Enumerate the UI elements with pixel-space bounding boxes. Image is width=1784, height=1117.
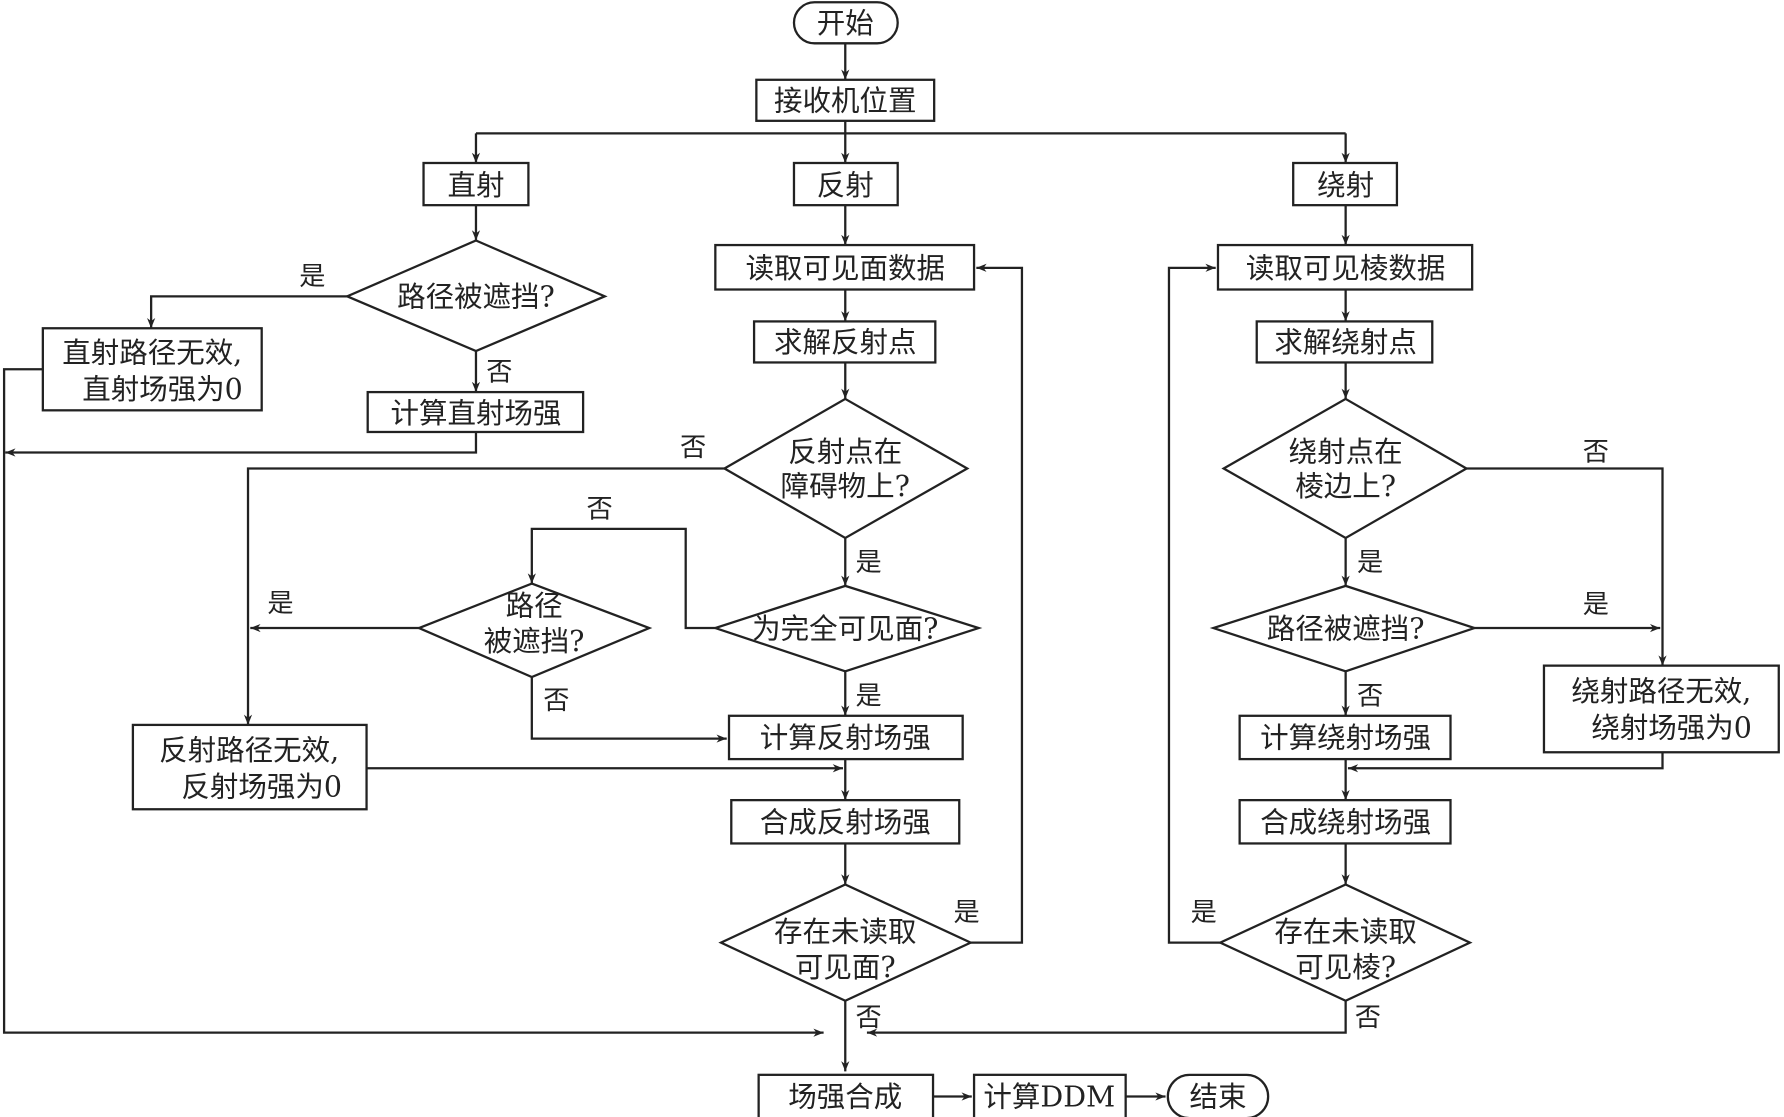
solve-reflect-label: 求解反射点 xyxy=(774,326,916,359)
reflect-label: 反射 xyxy=(817,169,874,202)
combine-reflect-label: 合成反射场强 xyxy=(760,806,931,839)
label-unread-edges-no: 否 xyxy=(1355,1003,1381,1033)
calc-direct-label: 计算直射场强 xyxy=(391,397,562,430)
reflect-path-blocked-line1: 路径 xyxy=(506,589,563,622)
calc-reflect-label: 计算反射场强 xyxy=(760,722,931,755)
read-faces-box: 读取可见面数据 xyxy=(714,243,976,291)
unread-faces-line2: 可见面? xyxy=(795,951,896,984)
read-edges-box: 读取可见棱数据 xyxy=(1216,243,1474,291)
read-edges-label: 读取可见棱数据 xyxy=(1246,252,1445,285)
diffract-label: 绕射 xyxy=(1317,169,1374,202)
calc-ddm-box: 计算DDM xyxy=(972,1073,1127,1117)
arrow-path-blocked-no xyxy=(530,677,727,743)
label-diffract-blocked-no: 否 xyxy=(1357,681,1383,711)
combine-reflect-box: 合成反射场强 xyxy=(730,798,961,845)
end-label: 结束 xyxy=(1189,1081,1246,1114)
diffract-blocked-decision: 路径被遮挡? xyxy=(1209,584,1479,673)
connectors xyxy=(2,43,1667,1101)
start-node: 开始 xyxy=(792,1,899,45)
field-combine-label: 场强合成 xyxy=(788,1081,902,1114)
diffract-invalid-box: 绕射路径无效, 绕射场强为0 xyxy=(1542,664,1780,754)
label-visible-no: 否 xyxy=(587,494,613,524)
label-obstacle-no: 否 xyxy=(680,433,706,463)
receiver-label: 接收机位置 xyxy=(774,85,916,118)
arrow-unread-faces-yes xyxy=(970,263,1024,944)
label-unread-faces-no: 否 xyxy=(856,1003,882,1033)
reflect-path-blocked-decision: 路径 被遮挡? xyxy=(416,582,653,679)
arrow-direct-yes xyxy=(147,295,348,329)
calc-ddm-label: 计算DDM xyxy=(983,1081,1115,1114)
label-obstacle-yes: 是 xyxy=(856,548,882,578)
start-label: 开始 xyxy=(817,7,874,40)
end-node: 结束 xyxy=(1166,1073,1270,1117)
reflect-on-obstacle-line1: 反射点在 xyxy=(788,436,902,469)
diffract-invalid-line1: 绕射路径无效, xyxy=(1571,675,1751,708)
arrow-diffract-invalid-merge xyxy=(1347,752,1664,773)
reflect-box: 反射 xyxy=(792,161,899,207)
label-path-blocked-no: 否 xyxy=(543,686,569,716)
reflect-invalid-line1: 反射路径无效, xyxy=(159,734,339,767)
arrow-visible-no xyxy=(527,527,716,630)
diffract-on-edge-line2: 棱边上? xyxy=(1295,470,1396,503)
label-edge-yes: 是 xyxy=(1357,548,1383,578)
reflect-invalid-line2: 反射场强为0 xyxy=(181,771,342,804)
diffract-on-edge-decision: 绕射点在 棱边上? xyxy=(1221,397,1469,540)
calc-reflect-box: 计算反射场强 xyxy=(727,714,964,761)
line-direct-to-combine xyxy=(2,368,824,1037)
reflect-on-obstacle-line2: 障碍物上? xyxy=(781,470,910,503)
fully-visible-label: 为完全可见面? xyxy=(752,612,938,645)
label-unread-faces-yes: 是 xyxy=(954,898,980,928)
unread-edges-line1: 存在未读取 xyxy=(1274,915,1416,948)
direct-box: 直射 xyxy=(422,161,530,207)
label-path-blocked-yes: 是 xyxy=(267,589,293,619)
read-faces-label: 读取可见面数据 xyxy=(746,252,945,285)
label-edge-no: 否 xyxy=(1583,437,1609,467)
arrow-calc-direct-out xyxy=(5,431,478,457)
diffract-box: 绕射 xyxy=(1292,161,1399,207)
direct-invalid-line2: 直射场强为0 xyxy=(82,373,243,406)
reflect-invalid-box: 反射路径无效, 反射场强为0 xyxy=(131,723,368,811)
calc-diffract-box: 计算绕射场强 xyxy=(1238,714,1452,761)
calc-direct-box: 计算直射场强 xyxy=(366,390,585,434)
label-direct-yes: 是 xyxy=(299,262,325,292)
arrow-obstacle-no xyxy=(243,467,725,725)
direct-invalid-line1: 直射路径无效, xyxy=(62,336,242,369)
arrow-edge-no xyxy=(1466,467,1667,666)
direct-blocked-decision: 路径被遮挡? xyxy=(344,239,608,353)
unread-edges-line2: 可见棱? xyxy=(1295,951,1396,984)
direct-blocked-label: 路径被遮挡? xyxy=(397,281,555,314)
solve-diffract-box: 求解绕射点 xyxy=(1255,320,1434,364)
reflect-path-blocked-line2: 被遮挡? xyxy=(484,625,585,658)
label-diffract-blocked-yes: 是 xyxy=(1583,590,1609,620)
reflect-on-obstacle-decision: 反射点在 障碍物上? xyxy=(722,397,970,540)
unread-faces-decision: 存在未读取 可见面? xyxy=(718,883,974,1002)
combine-diffract-label: 合成绕射场强 xyxy=(1260,806,1431,839)
direct-label: 直射 xyxy=(447,169,504,202)
branch-labels: 是 否 否 是 否 是 是 否 是 否 否 是 是 否 是 否 xyxy=(267,262,1609,1033)
calc-diffract-label: 计算绕射场强 xyxy=(1260,722,1431,755)
direct-invalid-box: 直射路径无效, 直射场强为0 xyxy=(41,327,263,412)
label-visible-yes: 是 xyxy=(856,681,882,711)
solve-diffract-label: 求解绕射点 xyxy=(1274,326,1416,359)
diffract-blocked-label: 路径被遮挡? xyxy=(1267,612,1425,645)
diffract-on-edge-line1: 绕射点在 xyxy=(1289,436,1403,469)
arrow-unread-edges-yes xyxy=(1167,263,1221,944)
arrow-unread-edges-no xyxy=(866,1000,1347,1037)
unread-faces-line1: 存在未读取 xyxy=(774,915,916,948)
receiver-position-box: 接收机位置 xyxy=(755,78,936,122)
combine-diffract-box: 合成绕射场强 xyxy=(1238,798,1452,845)
fully-visible-decision: 为完全可见面? xyxy=(711,584,983,673)
unread-edges-decision: 存在未读取 可见棱? xyxy=(1217,883,1473,1002)
solve-reflect-box: 求解反射点 xyxy=(752,320,937,364)
field-combine-box: 场强合成 xyxy=(757,1073,935,1117)
label-unread-edges-yes: 是 xyxy=(1191,898,1217,928)
label-direct-no: 否 xyxy=(486,358,512,388)
diffract-invalid-line2: 绕射场强为0 xyxy=(1591,711,1752,744)
